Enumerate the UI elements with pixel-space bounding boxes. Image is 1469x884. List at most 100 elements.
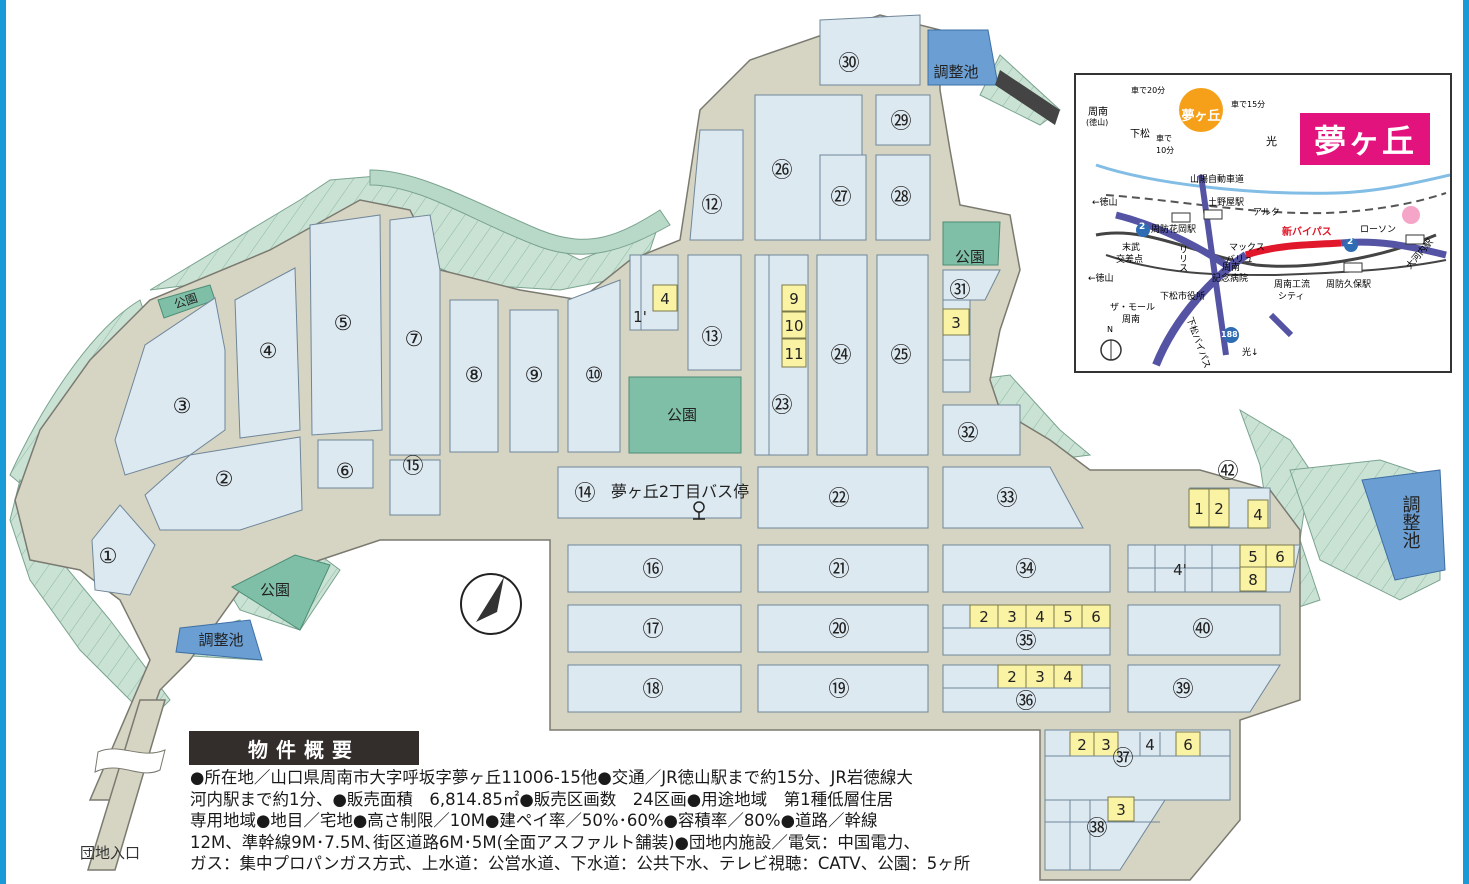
lot-6: ⑥ <box>336 459 355 483</box>
lot-38: ㊳ <box>1087 816 1108 840</box>
subplot-label: 6 <box>1091 608 1101 626</box>
lot-31: ㉛ <box>950 278 971 302</box>
subplot-label: 5 <box>1063 608 1073 626</box>
inset-label-the-mall: ザ・モール <box>1110 303 1156 313</box>
subplot-label: 3 <box>1007 608 1017 626</box>
estate-entrance-label: 団地入口 <box>80 844 141 862</box>
inset-label-route-188: 188 <box>1221 330 1238 339</box>
inset-label-north: N <box>1107 325 1113 334</box>
retention-ponds <box>175 29 1446 661</box>
subplot-label: 1 <box>1194 500 1204 518</box>
lot-13: ⑬ <box>702 325 723 349</box>
lot-8: ⑧ <box>465 363 484 387</box>
subplot-label: 11 <box>784 345 803 363</box>
lot-40: ㊵ <box>1193 617 1214 641</box>
lot-36: ㊱ <box>1016 689 1037 713</box>
lot-14: ⑭ <box>575 481 596 505</box>
park-label-east: 公園 <box>955 248 985 266</box>
lot-23: ㉓ <box>772 393 793 417</box>
inset-label-maxvalu2: バリュ <box>1226 255 1254 265</box>
inset-label-kubo: 周防久保駅 <box>1326 280 1372 290</box>
lot-19: ⑲ <box>829 677 850 701</box>
inset-label-tsuchinohara: 土野屋駅 <box>1208 198 1245 208</box>
lot-7: ⑦ <box>405 327 424 351</box>
subplot-label: 2 <box>1007 668 1017 686</box>
inset-map-graphic <box>1095 88 1450 367</box>
inset-label-kinen: 周南 <box>1222 263 1241 273</box>
inset-label-tokuyama-south: ←徳山 <box>1088 274 1114 284</box>
park-label-center: 公園 <box>667 406 697 424</box>
inset-label-the-mall2: 周南 <box>1122 315 1141 325</box>
inset-label-time-10a: 車で <box>1156 134 1172 143</box>
lot-37: ㊲ <box>1113 746 1134 770</box>
inset-label-mitake2: 交差点 <box>1116 255 1144 265</box>
inset-label-shunan-kogyo2: シティ <box>1278 292 1305 302</box>
right-frame-border <box>1463 0 1469 884</box>
subplot-label: 3 <box>1116 801 1126 819</box>
lot-35: ㉟ <box>1016 629 1037 653</box>
inset-label-hikari: 光 <box>1266 135 1277 148</box>
lot-27: ㉗ <box>831 185 852 209</box>
lot-21: ㉑ <box>829 557 850 581</box>
lot-16: ⑯ <box>643 557 664 581</box>
lot-9: ⑨ <box>525 363 544 387</box>
lot-15: ⑮ <box>403 454 424 478</box>
lot-33: ㉝ <box>997 486 1018 510</box>
inset-label-time-20: 車で20分 <box>1131 86 1166 95</box>
bus-stop-label: 夢ヶ丘2丁目バス停 <box>611 482 749 501</box>
summary-body: ●所在地／山口県周南市大字呼坂字夢ヶ丘11006-15他●交通／JR徳山駅まで約… <box>190 767 1005 875</box>
location-inset-map: 夢ヶ丘 夢ヶ丘 周南 (徳山) 下松 光 車で20分 車で15分 車で 10分 … <box>1074 73 1452 373</box>
lot-24: ㉔ <box>831 343 852 367</box>
inset-label-maxvalu: マックス <box>1229 243 1265 253</box>
subplot-label: 2 <box>1214 500 1224 518</box>
inset-label-time-10b: 10分 <box>1156 146 1175 155</box>
inset-label-tokuyama-north: ←徳山 <box>1092 198 1118 208</box>
lot-34: ㉞ <box>1016 557 1037 581</box>
subplot-label: 3 <box>1101 736 1111 754</box>
summary-line: 河内駅まで約1分、●販売面積 6,814.85㎡●販売区画数 24区画●用途地域… <box>190 789 894 809</box>
lot-4-prime: 4' <box>1173 561 1187 579</box>
lot-2: ② <box>215 467 234 491</box>
inset-label-tokuyama: (徳山) <box>1086 118 1109 127</box>
inset-label-hikari-south: 光↓ <box>1242 348 1259 358</box>
lot-17: ⑰ <box>643 617 664 641</box>
subplot-label: 4 <box>1253 506 1263 524</box>
pond-label-west: 調整池 <box>198 631 243 649</box>
inset-label-kudamatsu-city: 下松市役所 <box>1160 292 1206 302</box>
lot-22: ㉒ <box>829 486 850 510</box>
pond-label-north: 調整池 <box>933 63 978 81</box>
lot-18: ⑱ <box>643 677 664 701</box>
road-outflow <box>995 70 1060 125</box>
lot-42: ㊷ <box>1218 459 1239 483</box>
summary-line: ガス：集中プロパンガス方式、上水道：公営水道、下水道：公共下水、テレビ視聴：CA… <box>190 854 971 874</box>
lot-20: ⑳ <box>829 617 850 641</box>
road-break-mark <box>94 748 166 774</box>
inset-center-label: 夢ヶ丘 <box>1181 109 1221 124</box>
sub-plots <box>652 284 1295 822</box>
subplot-label: 5 <box>1248 548 1258 566</box>
subplot-label: 4 <box>1145 736 1155 754</box>
summary-header: 物件概要 <box>189 731 419 765</box>
lot-26: ㉖ <box>772 158 793 182</box>
inset-label-sanyo: 山陽自動車道 <box>1190 175 1245 185</box>
left-frame-border <box>0 0 6 884</box>
pond-label-east: 調整池 <box>1400 495 1421 549</box>
inset-label-time-15: 車で15分 <box>1231 100 1266 109</box>
lot-32: ㉜ <box>958 421 979 445</box>
inset-label-aruku: アルク <box>1253 208 1280 218</box>
inset-label-hanaoka: 周防花岡駅 <box>1151 225 1197 235</box>
inset-label-mitake: 末武 <box>1122 243 1141 253</box>
lot-10: ⑩ <box>585 363 604 387</box>
parks <box>157 221 1001 631</box>
summary-line: ●所在地／山口県周南市大字呼坂字夢ヶ丘11006-15他●交通／JR徳山駅まで約… <box>190 768 913 787</box>
brand-title: 夢ヶ丘 <box>1300 113 1430 165</box>
inset-label-route-2-east: 2 <box>1347 237 1354 247</box>
inset-label-shunan-kogyo: 周南工流 <box>1274 280 1311 290</box>
subplot-label: 9 <box>789 290 799 308</box>
inset-label-kinen2: 記念病院 <box>1212 274 1249 284</box>
subplot-label: 4 <box>660 290 670 308</box>
inset-label-ririsu: リリス <box>1177 245 1187 272</box>
lot-3: ③ <box>173 394 192 418</box>
inset-label-shin-bypass: 新バイパス <box>1282 227 1332 238</box>
lot-1-prime: 1' <box>633 308 647 326</box>
